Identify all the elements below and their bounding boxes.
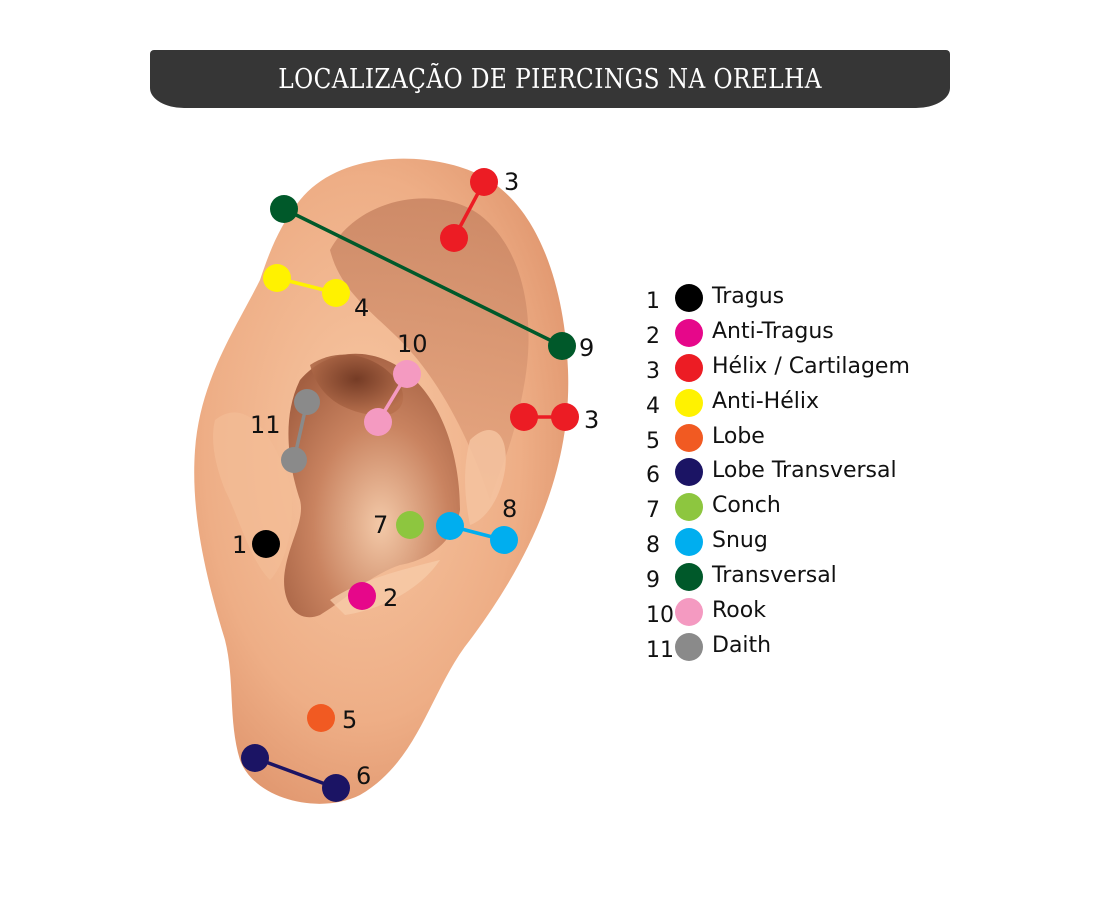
marker-label-3-top: 3 — [504, 168, 519, 196]
piercing-anti-tragus[interactable] — [348, 582, 376, 610]
marker-label-3-side: 3 — [584, 406, 599, 434]
legend-label: Transversal — [712, 563, 837, 589]
color-dot-icon — [675, 284, 703, 312]
legend-number: 2 — [646, 323, 660, 349]
legend-item-helix: 3 Hélix / Cartilagem — [646, 353, 946, 388]
marker-label-7: 7 — [373, 511, 388, 539]
legend-number: 4 — [646, 393, 660, 419]
legend-label: Snug — [712, 528, 768, 554]
legend-item-daith: 11 Daith — [646, 632, 946, 667]
marker-label-8: 8 — [502, 495, 517, 523]
legend-number: 5 — [646, 428, 660, 454]
piercing-helix-side[interactable] — [510, 403, 579, 431]
piercing-rook[interactable] — [364, 360, 421, 436]
color-dot-icon — [675, 598, 703, 627]
piercing-lobe-transversal[interactable] — [241, 744, 350, 802]
legend-label: Anti-Tragus — [712, 318, 834, 344]
concha — [284, 353, 460, 618]
color-dot-icon — [675, 528, 703, 557]
page-title: LOCALIZAÇÃO DE PIERCINGS NA ORELHA — [278, 63, 822, 95]
marker-label-9: 9 — [579, 334, 594, 362]
legend-number: 10 — [646, 603, 674, 629]
color-dot-icon — [675, 423, 703, 452]
legend-number: 8 — [646, 533, 660, 559]
legend-item-rook: 10 Rook — [646, 597, 946, 632]
color-dot-icon — [675, 632, 703, 661]
legend-number: 9 — [646, 568, 660, 594]
legend-label: Hélix / Cartilagem — [712, 353, 910, 379]
legend-number: 1 — [646, 289, 660, 314]
legend-item-tragus: 1 Tragus — [646, 283, 946, 318]
legend-number: 11 — [646, 637, 674, 663]
marker-label-11: 11 — [250, 411, 281, 439]
color-dot-icon — [675, 458, 703, 487]
legend-label: Lobe Transversal — [712, 458, 897, 484]
legend-number: 6 — [646, 463, 660, 489]
legend-number: 3 — [646, 358, 660, 384]
piercing-snug[interactable] — [436, 512, 518, 554]
color-dot-icon — [675, 318, 703, 347]
marker-label-6: 6 — [356, 762, 371, 790]
legend-label: Lobe — [712, 423, 765, 449]
ear-canal — [310, 354, 404, 416]
marker-label-1: 1 — [232, 531, 247, 559]
legend-item-transversal: 9 Transversal — [646, 562, 946, 597]
color-dot-icon — [675, 388, 703, 417]
legend-label: Rook — [712, 598, 766, 624]
title-banner: LOCALIZAÇÃO DE PIERCINGS NA ORELHA — [150, 50, 950, 108]
legend-item-lobe-transversal: 6 Lobe Transversal — [646, 457, 946, 492]
antihelix-fold — [465, 430, 506, 525]
color-dot-icon — [675, 563, 703, 592]
marker-label-5: 5 — [342, 706, 357, 734]
legend-label: Conch — [712, 493, 781, 519]
piercing-tragus[interactable] — [252, 530, 280, 558]
marker-label-4: 4 — [354, 294, 369, 322]
piercing-daith[interactable] — [281, 389, 320, 473]
marker-label-10: 10 — [397, 330, 428, 358]
piercing-transversal[interactable] — [270, 195, 576, 360]
legend-label: Tragus — [712, 284, 785, 309]
legend-number: 7 — [646, 498, 660, 524]
legend-item-conch: 7 Conch — [646, 492, 946, 527]
piercing-anti-helix[interactable] — [263, 264, 350, 307]
legend-item-anti-tragus: 2 Anti-Tragus — [646, 318, 946, 353]
piercing-conch[interactable] — [396, 511, 424, 539]
legend: 1 Tragus 2 Anti-Tragus 3 Hélix / Cartila… — [646, 283, 946, 667]
legend-item-snug: 8 Snug — [646, 527, 946, 562]
color-dot-icon — [675, 353, 703, 382]
legend-label: Daith — [712, 632, 772, 658]
color-dot-icon — [675, 493, 703, 522]
legend-item-anti-helix: 4 Anti-Hélix — [646, 388, 946, 423]
legend-item-lobe: 5 Lobe — [646, 423, 946, 458]
scapha — [330, 198, 529, 500]
piercing-lobe[interactable] — [307, 704, 335, 732]
legend-label: Anti-Hélix — [712, 388, 819, 414]
marker-label-2: 2 — [383, 584, 398, 612]
piercing-helix-top[interactable] — [440, 168, 498, 252]
